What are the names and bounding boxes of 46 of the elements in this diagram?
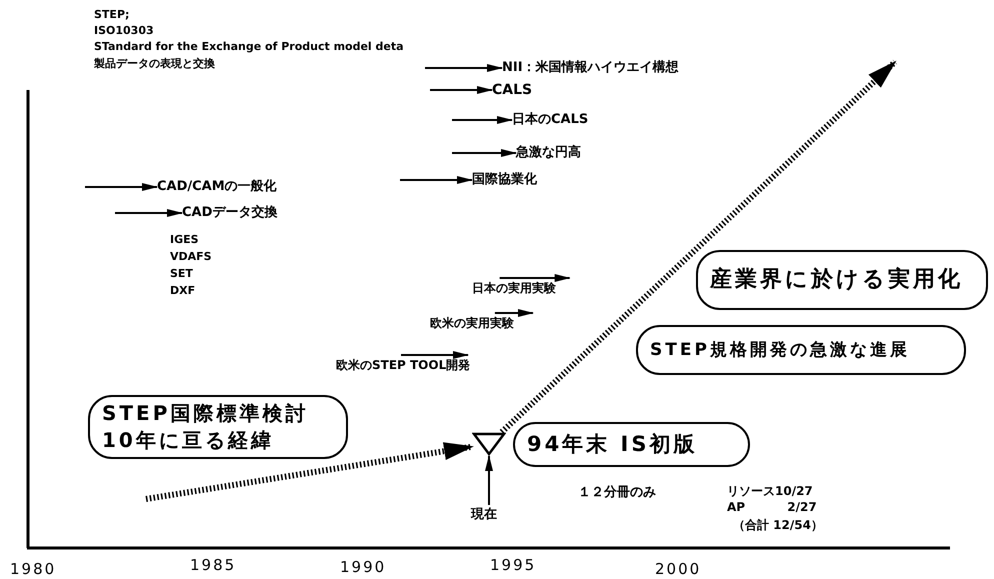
heading-text: STandard for the Exchange of Product model deta bbox=[94, 40, 404, 53]
event-label: 現在 bbox=[471, 505, 507, 525]
year-label: 1985 bbox=[190, 556, 236, 574]
milestone-box: 産業界に於ける実用化 bbox=[696, 250, 988, 310]
event-label: 急激な円高 bbox=[516, 143, 606, 163]
milestone-box: 94年末 IS初版 bbox=[513, 422, 750, 467]
arrow bbox=[400, 176, 473, 184]
heading-text: 製品データの表現と交換 bbox=[94, 56, 215, 71]
heading-text: STEP; bbox=[94, 8, 130, 21]
arrow bbox=[146, 442, 474, 502]
arrow bbox=[494, 309, 534, 317]
arrow bbox=[425, 64, 503, 72]
event-label: CADデータ交換 bbox=[182, 203, 302, 223]
note-text: リソース10/27 bbox=[727, 483, 813, 500]
arrow bbox=[452, 116, 513, 124]
arrow bbox=[485, 455, 493, 505]
event-label: 日本の実用実験 bbox=[472, 278, 577, 298]
format-name: DXF bbox=[170, 284, 196, 297]
year-label: 2000 bbox=[655, 560, 702, 578]
event-label: NII：米国情報ハイウエイ構想 bbox=[502, 58, 752, 78]
arrow bbox=[85, 183, 158, 191]
arrow bbox=[500, 60, 898, 434]
milestone-box: STEP国際標準検討10年に亘る経緯 bbox=[88, 395, 348, 459]
heading-text: ISO10303 bbox=[94, 24, 154, 37]
format-name: IGES bbox=[170, 233, 199, 246]
format-name: VDAFS bbox=[170, 250, 212, 263]
note-text: （合計 12/54） bbox=[733, 517, 823, 534]
event-label: 日本のCALS bbox=[512, 110, 612, 130]
milestone-box: STEP規格開発の急激な進展 bbox=[636, 325, 966, 375]
arrow bbox=[452, 149, 517, 157]
arrow bbox=[401, 351, 469, 359]
note-text: １２分冊のみ bbox=[578, 484, 656, 501]
arrow bbox=[500, 274, 571, 282]
note-text: AP 2/27 bbox=[727, 500, 817, 514]
event-label: 国際協業化 bbox=[472, 170, 562, 190]
year-label: 1995 bbox=[490, 556, 536, 574]
format-name: SET bbox=[170, 267, 193, 280]
triangle-marker bbox=[472, 432, 506, 456]
year-label: 1990 bbox=[340, 558, 386, 576]
event-label: CALS bbox=[492, 80, 552, 100]
event-label: 欧米のSTEP TOOL開発 bbox=[336, 355, 501, 375]
event-label: CAD/CAMの一般化 bbox=[157, 177, 297, 197]
arrow bbox=[115, 209, 183, 217]
event-label: 欧米の実用実験 bbox=[430, 313, 535, 333]
year-label: 1980 bbox=[10, 560, 56, 578]
arrow bbox=[430, 86, 493, 94]
